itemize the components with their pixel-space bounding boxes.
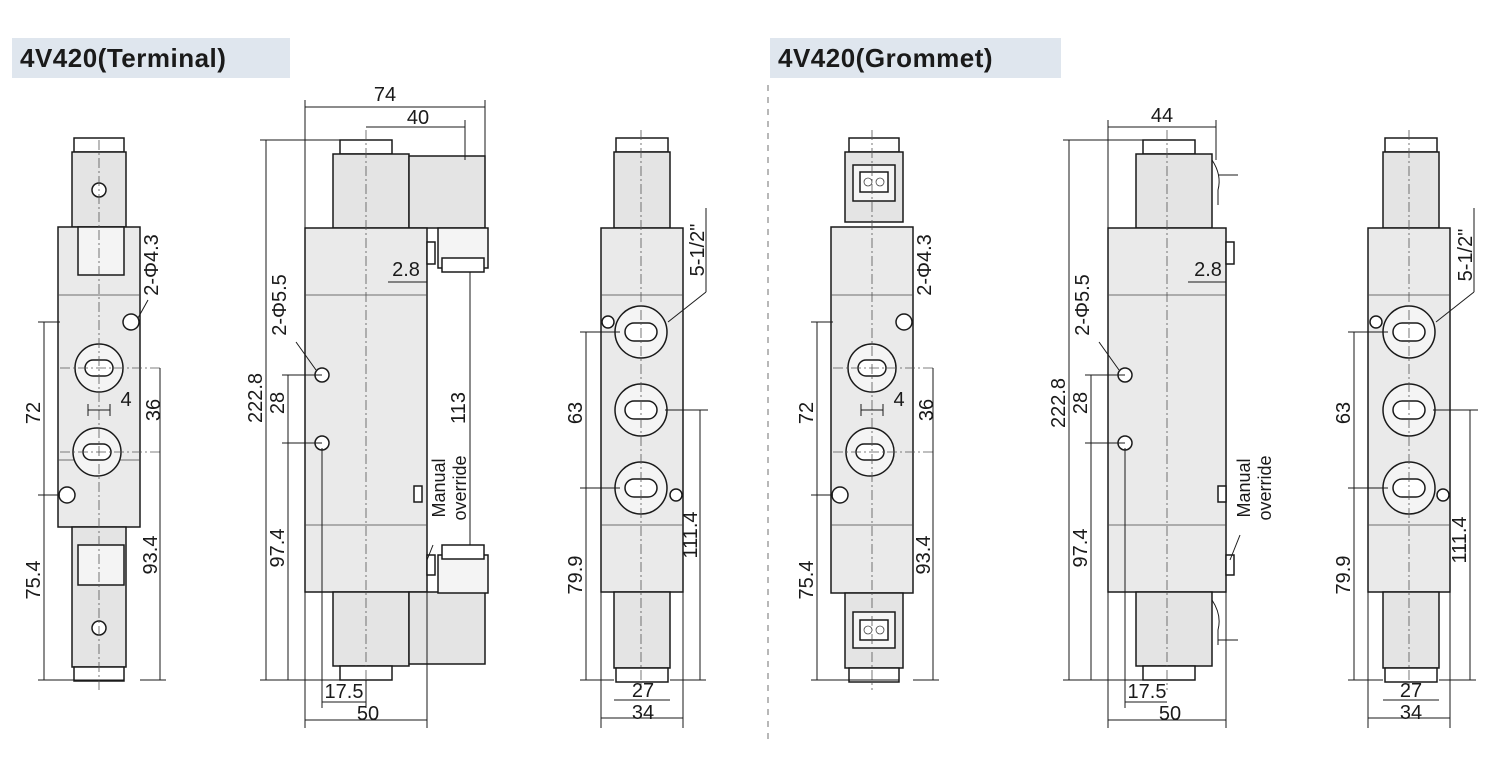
dim-4: 4 — [120, 389, 131, 411]
dim-34-b: 34 — [1400, 702, 1422, 724]
dim-72: 72 — [23, 402, 45, 424]
terminal-end-view — [38, 137, 166, 690]
dim-2phi4-3-b: 2-Φ4.3 — [914, 234, 936, 296]
dim-2phi4-3: 2-Φ4.3 — [141, 234, 163, 296]
grommet-port-view — [1348, 130, 1478, 728]
dim-2-8-b: 2.8 — [1194, 259, 1222, 281]
dim-79-9-b: 79.9 — [1333, 556, 1355, 595]
top-terminal-box — [408, 155, 486, 229]
dim-75-4: 75.4 — [23, 561, 45, 600]
dim-63: 63 — [565, 402, 587, 424]
dim-97-4-b: 97.4 — [1070, 529, 1092, 568]
dim-2phi5-5: 2-Φ5.5 — [269, 274, 291, 336]
top-coil — [1135, 153, 1213, 229]
dim-50-b: 50 — [1159, 703, 1181, 725]
bottom-terminal-box — [408, 591, 486, 665]
terminal-port-view — [580, 130, 708, 728]
dim-5-1-2: 5-1/2" — [687, 224, 709, 277]
dim-63-b: 63 — [1333, 402, 1355, 424]
dim-36-b: 36 — [916, 399, 938, 421]
dim-36: 36 — [143, 399, 165, 421]
label-manual: Manual — [429, 458, 449, 517]
dim-40: 40 — [407, 107, 429, 129]
bottom-coil — [1135, 591, 1213, 667]
dim-222-8-b: 222.8 — [1048, 378, 1070, 428]
dim-79-9: 79.9 — [565, 556, 587, 595]
mount-hole — [122, 313, 140, 331]
label-override: override — [450, 455, 470, 520]
dim-97-4: 97.4 — [267, 529, 289, 568]
dim-111-4-b: 111.4 — [1449, 516, 1471, 563]
dim-75-4-b: 75.4 — [796, 561, 818, 600]
dim-111-4: 111.4 — [680, 511, 702, 558]
grommet-side-view — [1063, 120, 1241, 728]
dim-5-1-2-b: 5-1/2" — [1455, 229, 1477, 282]
label-manual-b: Manual — [1234, 458, 1254, 517]
top-coil — [332, 153, 410, 229]
dim-17-5-b: 17.5 — [1128, 681, 1167, 703]
dim-44: 44 — [1151, 105, 1173, 127]
dim-93-4: 93.4 — [140, 536, 162, 575]
dim-27-b: 27 — [1400, 680, 1422, 702]
top-fitting — [77, 226, 125, 276]
dim-28-b: 28 — [1070, 392, 1092, 414]
dim-27: 27 — [632, 680, 654, 702]
terminal-side-view — [260, 100, 489, 728]
dim-28: 28 — [267, 392, 289, 414]
label-override-b: override — [1255, 455, 1275, 520]
dim-2phi5-5-b: 2-Φ5.5 — [1072, 274, 1094, 336]
dim-17-5: 17.5 — [325, 681, 364, 703]
title-grommet: 4V420(Grommet) — [770, 38, 1061, 78]
title-terminal: 4V420(Terminal) — [12, 38, 290, 78]
dim-4-b: 4 — [893, 389, 904, 411]
dim-34: 34 — [632, 702, 654, 724]
dim-113: 113 — [448, 392, 470, 424]
dim-72-b: 72 — [796, 402, 818, 424]
dim-93-4-b: 93.4 — [913, 536, 935, 575]
dim-50: 50 — [357, 703, 379, 725]
dim-74: 74 — [374, 84, 396, 106]
grommet-end-view — [811, 130, 939, 690]
mount-hole — [58, 486, 76, 504]
dim-2-8: 2.8 — [392, 259, 420, 281]
bottom-coil — [332, 591, 410, 667]
dim-222-8: 222.8 — [245, 373, 267, 423]
